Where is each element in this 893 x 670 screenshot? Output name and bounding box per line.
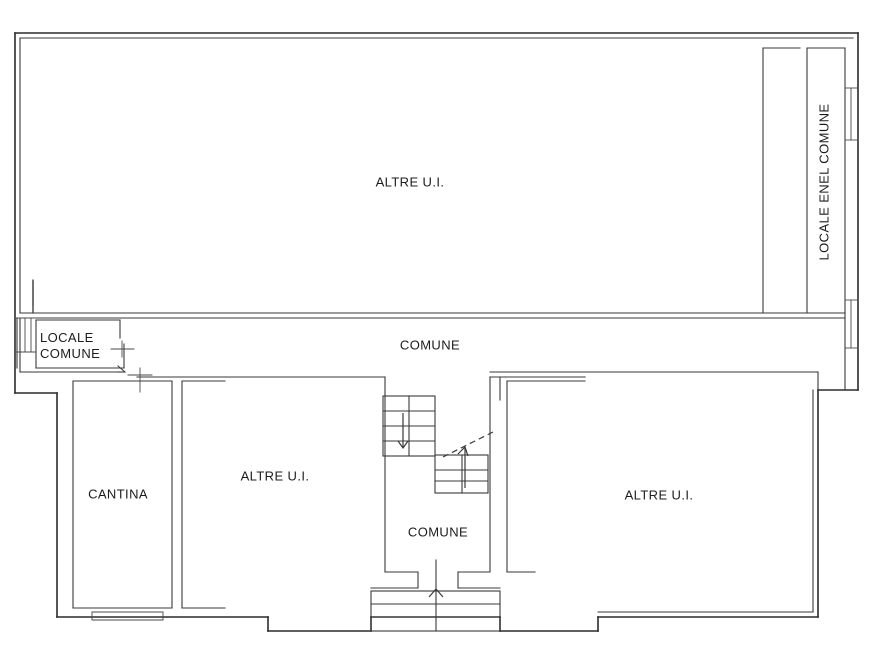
door-locale-comune [110, 340, 135, 358]
room-label-right-unit: ALTRE U.I. [624, 487, 694, 503]
corridor-comune-walls [19, 317, 846, 401]
room-label-upper-unit: ALTRE U.I. [375, 174, 445, 190]
left-wall-window-upper [14, 317, 37, 353]
room-label-locale-comune-line1: LOCALE [40, 330, 94, 345]
corridor-door-jamb [117, 365, 126, 373]
room-label-locale-comune: LOCALE COMUNE [40, 330, 100, 362]
outer-boundary [14, 32, 859, 632]
locale-comune-walls [16, 317, 125, 369]
room-label-stair-comune: COMUNE [407, 524, 469, 540]
upper-stair [382, 395, 436, 457]
enel-room-walls [762, 47, 846, 314]
lower-stair [370, 559, 501, 632]
right-wall-window-upper [844, 87, 859, 141]
room-label-locale-comune-line2: COMUNE [40, 346, 101, 361]
stair-comune-walls [370, 396, 501, 589]
right-unit-top-stubs [489, 376, 508, 401]
right-unit-walls [504, 376, 814, 613]
room-label-cantina: CANTINA [88, 486, 148, 502]
cantina-walls [72, 380, 173, 621]
right-wall-window-lower [844, 299, 859, 349]
room-label-enel-room: LOCALE ENEL COMUNE [816, 103, 832, 261]
room-label-left-unit: ALTRE U.I. [240, 468, 310, 484]
door-corridor [127, 367, 153, 393]
mid-stair [434, 431, 494, 494]
left-unit-walls [181, 380, 226, 609]
room-label-corridor-comune: COMUNE [399, 337, 461, 353]
